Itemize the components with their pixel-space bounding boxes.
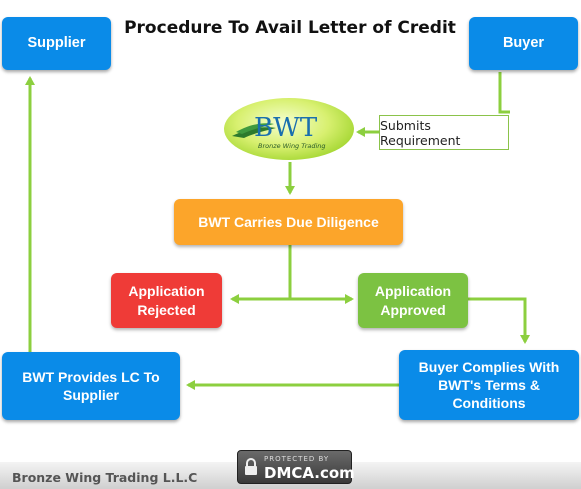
wing-icon xyxy=(232,123,276,138)
node-due-diligence: BWT Carries Due Diligence xyxy=(174,199,403,245)
node-supplier-label: Supplier xyxy=(27,35,86,52)
node-due-diligence-label: BWT Carries Due Diligence xyxy=(198,213,379,230)
node-application-rejected-label: Application Rejected xyxy=(128,283,205,318)
dmca-badge[interactable]: PROTECTED BY DMCA.com xyxy=(237,450,355,484)
badge-main-text: DMCA.com xyxy=(264,464,355,482)
node-buyer: Buyer xyxy=(469,17,578,70)
diagram-title: Procedure To Avail Letter of Credit xyxy=(124,18,456,38)
node-supplier: Supplier xyxy=(2,17,111,70)
node-buyer-complies-label: Buyer Complies With BWT's Terms & Condit… xyxy=(418,358,560,412)
footer-company: Bronze Wing Trading L.L.C xyxy=(12,470,198,485)
node-provides-lc: BWT Provides LC To Supplier xyxy=(2,352,180,420)
lock-icon xyxy=(245,458,257,475)
node-application-approved-label: Application Approved xyxy=(374,283,452,318)
logo-tagline: Bronze Wing Trading xyxy=(258,142,326,150)
badge-top-text: PROTECTED BY xyxy=(264,455,330,463)
node-buyer-label: Buyer xyxy=(502,35,545,52)
node-application-rejected: Application Rejected xyxy=(111,273,222,328)
node-submits-requirement-label: Submits Requirement xyxy=(380,117,461,148)
logo-text: BWT xyxy=(254,113,318,143)
connector-approved-to-complies xyxy=(468,297,530,344)
node-submits-requirement: Submits Requirement xyxy=(379,115,509,150)
node-application-approved: Application Approved xyxy=(358,273,468,328)
node-provides-lc-label: BWT Provides LC To Supplier xyxy=(22,368,160,403)
connector-buyer-to-note xyxy=(498,72,510,114)
bwt-logo xyxy=(224,98,354,160)
node-buyer-complies: Buyer Complies With BWT's Terms & Condit… xyxy=(399,350,579,420)
